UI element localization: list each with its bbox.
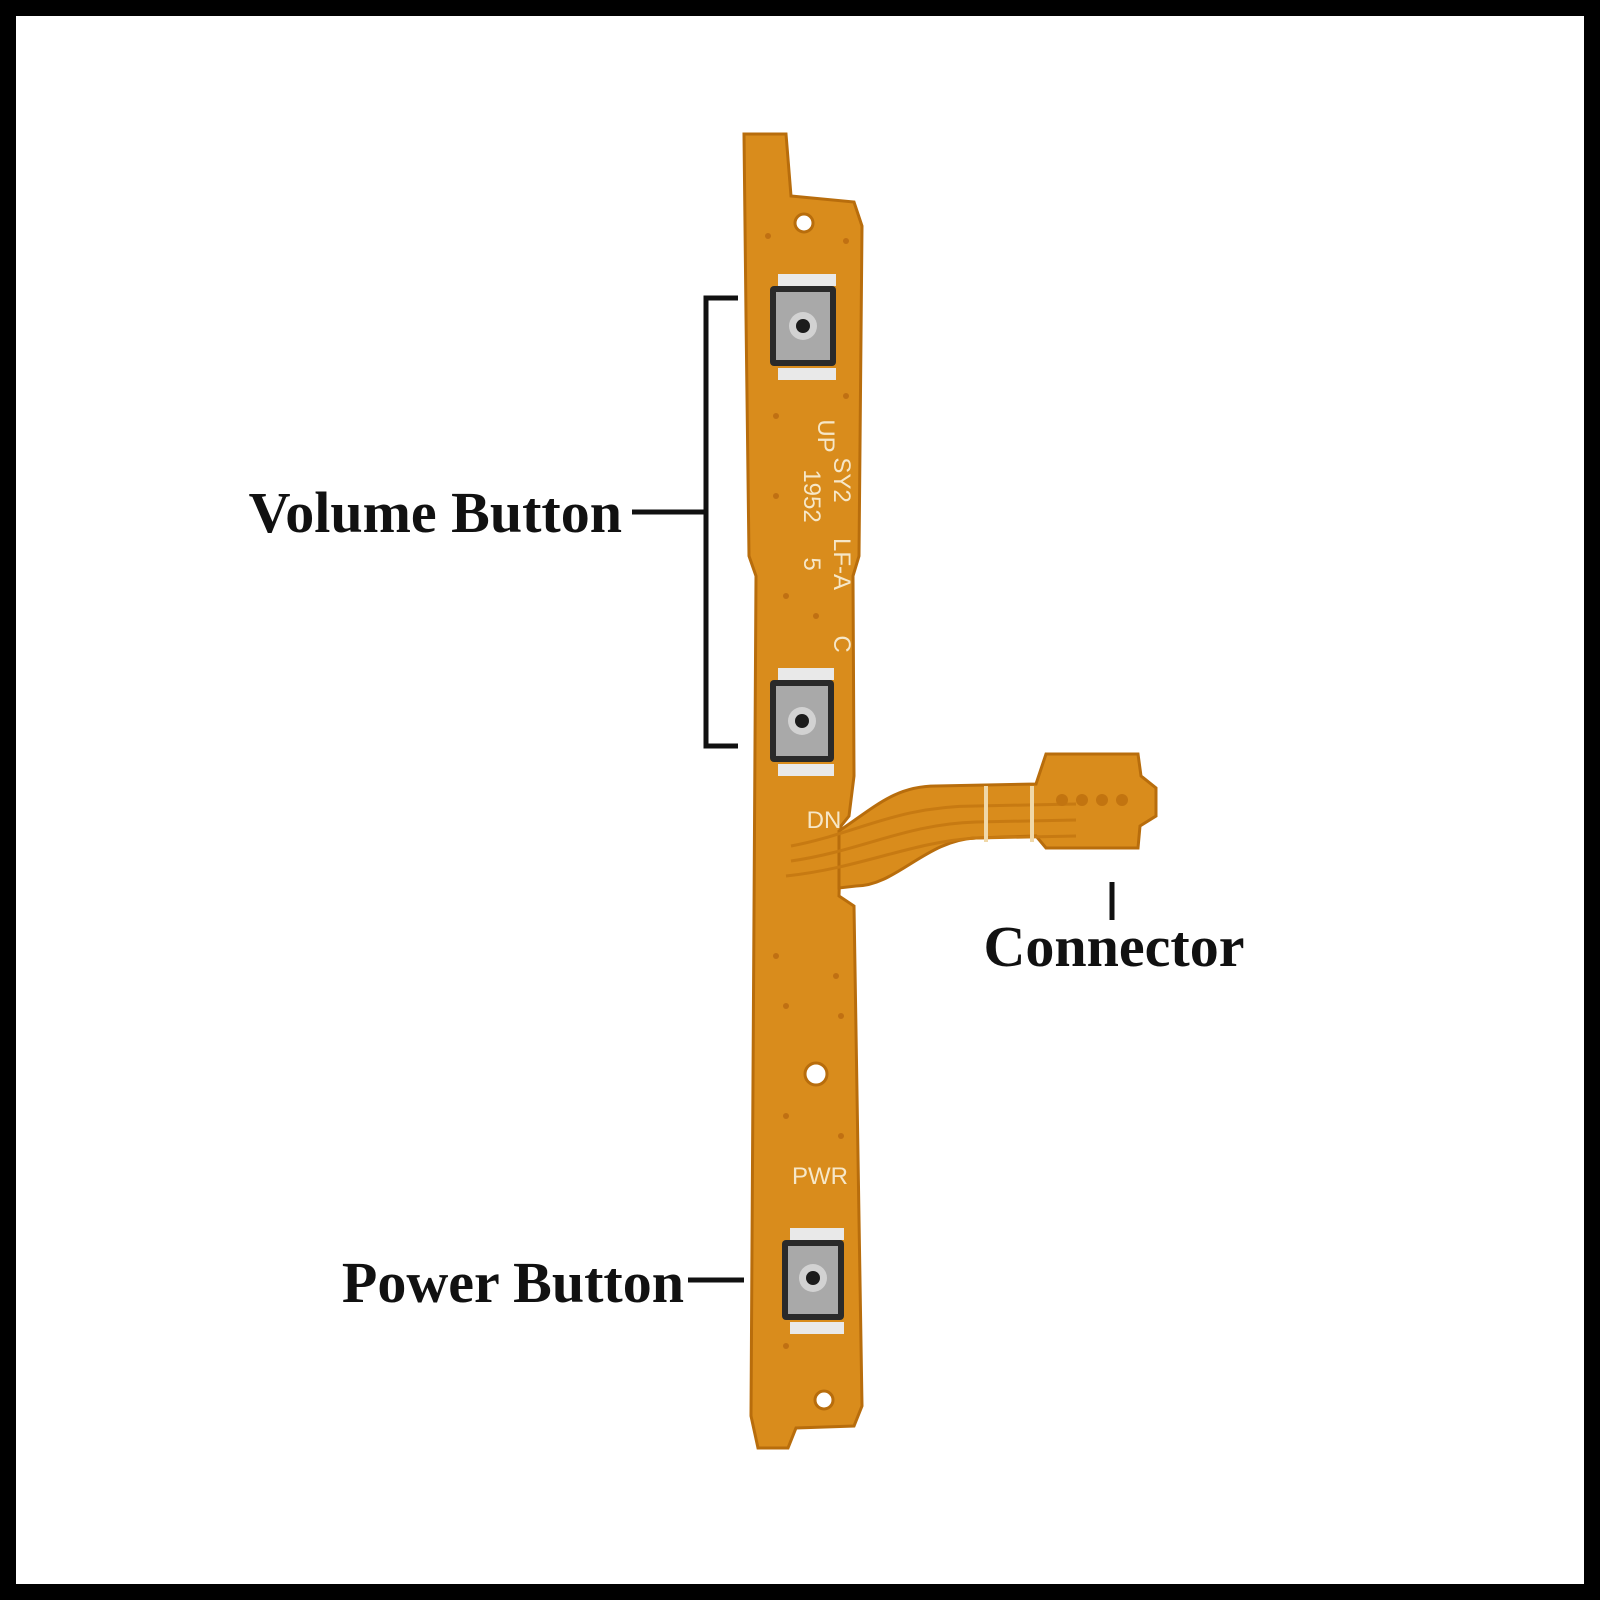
silk-5: 5 xyxy=(798,557,825,570)
volume-down-switch xyxy=(770,668,834,776)
silk-1952: 1952 xyxy=(798,469,825,522)
flex-pcb xyxy=(742,132,1158,1450)
silk-dn: DN xyxy=(807,807,842,834)
tail-traces xyxy=(785,802,1077,878)
power-switch xyxy=(782,1228,844,1334)
volume-bracket xyxy=(703,295,738,749)
connector-pads xyxy=(1056,794,1128,806)
silk-up: UP xyxy=(812,419,839,452)
volume-up-switch xyxy=(770,274,836,380)
silk-pwr: PWR xyxy=(792,1163,848,1190)
mount-hole-bottom xyxy=(813,1389,835,1411)
pcb-strip xyxy=(742,132,864,1450)
silk-sy2: SY2 xyxy=(828,457,855,502)
flex-cable-diagram: UP SY2 LF-A 1952 5 C DN PWR Volume Butto… xyxy=(249,132,1245,1450)
connector-label: Connector xyxy=(984,914,1245,979)
power-button-label: Power Button xyxy=(342,1250,684,1315)
silk-c: C xyxy=(828,635,855,652)
tail-stiffener-line xyxy=(984,786,988,842)
pcb-dots xyxy=(765,233,849,1349)
tail-stiffener-line-2 xyxy=(1030,786,1034,842)
mount-hole-middle xyxy=(803,1061,829,1087)
image-frame: UP SY2 LF-A 1952 5 C DN PWR Volume Butto… xyxy=(16,16,1584,1584)
silkscreen-text: UP SY2 LF-A 1952 5 C DN PWR xyxy=(792,419,855,1190)
silk-lf-a: LF-A xyxy=(828,538,855,590)
volume-button-label: Volume Button xyxy=(249,480,622,545)
mount-hole-top xyxy=(793,212,815,234)
callout-lines xyxy=(632,295,1115,1283)
